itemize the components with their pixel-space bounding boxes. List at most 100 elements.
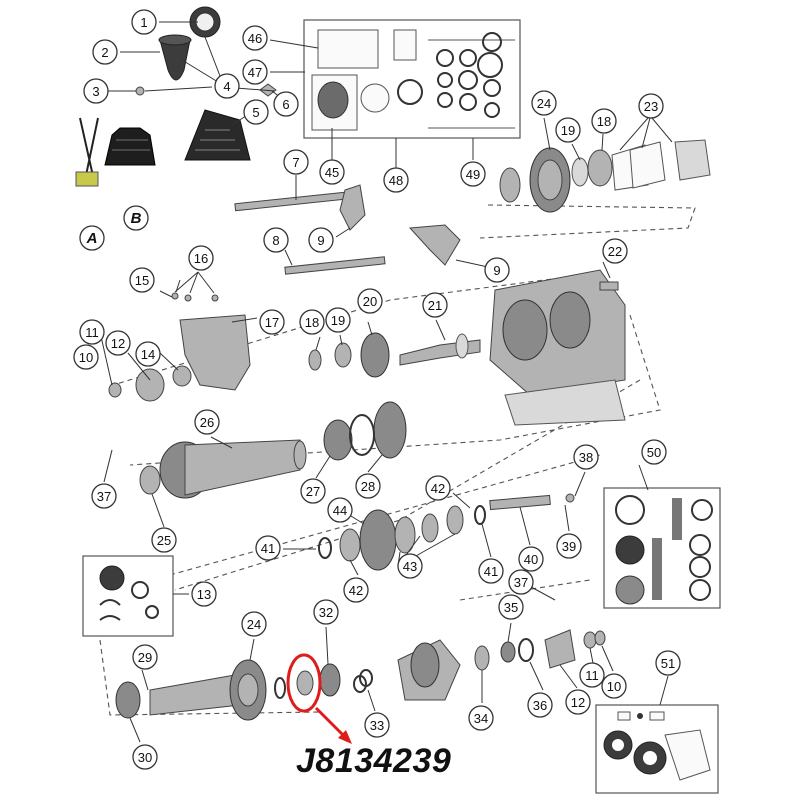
callout-circle [602, 238, 628, 264]
callout-circle [131, 9, 157, 35]
callout-number: 24 [537, 96, 551, 111]
callout-43: 43 [397, 553, 423, 579]
callout-circle [308, 227, 334, 253]
callout-number: 23 [644, 99, 658, 114]
callout-3: 3 [83, 78, 109, 104]
callout-number: 18 [305, 315, 319, 330]
callout-7: 7 [283, 149, 309, 175]
callout-circle [508, 569, 534, 595]
callout-circle [214, 73, 240, 99]
leader-lines [99, 21, 673, 743]
callout-20: 20 [357, 288, 383, 314]
callout-number: 29 [138, 650, 152, 665]
callout-circle [242, 25, 268, 51]
callout-number: 42 [431, 481, 445, 496]
callout-circle [565, 689, 591, 715]
callout-circle [422, 292, 448, 318]
callout-circle [132, 744, 158, 770]
callout-circle [151, 527, 177, 553]
shift-housing-group [108, 292, 251, 402]
callout-circle [397, 553, 423, 579]
callout-circle [105, 330, 131, 356]
callout-number: 43 [403, 559, 417, 574]
callout-38: 38 [573, 444, 599, 470]
callout-number: 6 [282, 97, 289, 112]
callout-circle [263, 227, 289, 253]
callout-30: 30 [132, 744, 158, 770]
callout-24: 24 [241, 611, 267, 637]
gasket-kit-box [303, 19, 521, 139]
callout-A: A [79, 225, 105, 251]
callout-circle [273, 91, 299, 117]
callout-circle [484, 257, 510, 283]
callout-circle [355, 473, 381, 499]
callout-39: 39 [556, 533, 582, 559]
kit-box-51 [595, 704, 719, 794]
callout-circle [343, 577, 369, 603]
callout-number: 39 [562, 539, 576, 554]
callout-number: 12 [571, 695, 585, 710]
callout-49: 49 [460, 161, 486, 187]
callout-number: 9 [317, 233, 324, 248]
callout-number: 5 [252, 105, 259, 120]
callout-6: 6 [273, 91, 299, 117]
callout-number: 30 [138, 750, 152, 765]
kit-box-50 [603, 487, 721, 609]
callout-circle [325, 307, 351, 333]
callout-number: 11 [85, 325, 99, 340]
callout-9: 9 [484, 257, 510, 283]
callout-51: 51 [655, 650, 681, 676]
callout-circle [425, 475, 451, 501]
callout-19: 19 [325, 307, 351, 333]
callout-number: 11 [585, 668, 599, 683]
callout-11: 11 [579, 662, 605, 688]
callout-number: 36 [533, 698, 547, 713]
callout-circle [518, 546, 544, 572]
callout-42: 42 [343, 577, 369, 603]
callout-number: 44 [333, 503, 347, 518]
callout-47: 47 [242, 59, 268, 85]
callout-32: 32 [313, 599, 339, 625]
callout-18: 18 [299, 309, 325, 335]
callout-35: 35 [498, 594, 524, 620]
callout-number: 28 [361, 479, 375, 494]
callout-27: 27 [300, 478, 326, 504]
callout-37: 37 [91, 483, 117, 509]
callout-circle [579, 662, 605, 688]
callout-circle [79, 319, 105, 345]
callout-number: 41 [261, 541, 275, 556]
callout-circle [123, 205, 149, 231]
callout-41: 41 [478, 558, 504, 584]
callout-number: 26 [200, 415, 214, 430]
callout-24: 24 [531, 90, 557, 116]
callout-23: 23 [638, 93, 664, 119]
callout-number: 16 [194, 251, 208, 266]
callout-number: 19 [561, 123, 575, 138]
callout-circle [638, 93, 664, 119]
callout-34: 34 [468, 705, 494, 731]
callout-number: 37 [97, 489, 111, 504]
callout-22: 22 [602, 238, 628, 264]
callout-10: 10 [601, 673, 627, 699]
callout-number: 13 [197, 587, 211, 602]
callout-circle [243, 99, 269, 125]
callout-circle [194, 409, 220, 435]
callout-4: 4 [214, 73, 240, 99]
callout-circle [641, 439, 667, 465]
callout-number: 42 [349, 583, 363, 598]
callout-number: 19 [331, 313, 345, 328]
callout-circle [601, 673, 627, 699]
callout-circle [241, 611, 267, 637]
callout-circle [460, 161, 486, 187]
callout-26: 26 [194, 409, 220, 435]
callout-circle [655, 650, 681, 676]
callout-40: 40 [518, 546, 544, 572]
shift-rails [234, 184, 461, 275]
callout-number: 14 [141, 347, 155, 362]
main-shaft-row [139, 401, 407, 499]
callout-19: 19 [555, 117, 581, 143]
callout-number: 48 [389, 173, 403, 188]
callout-circle [573, 444, 599, 470]
